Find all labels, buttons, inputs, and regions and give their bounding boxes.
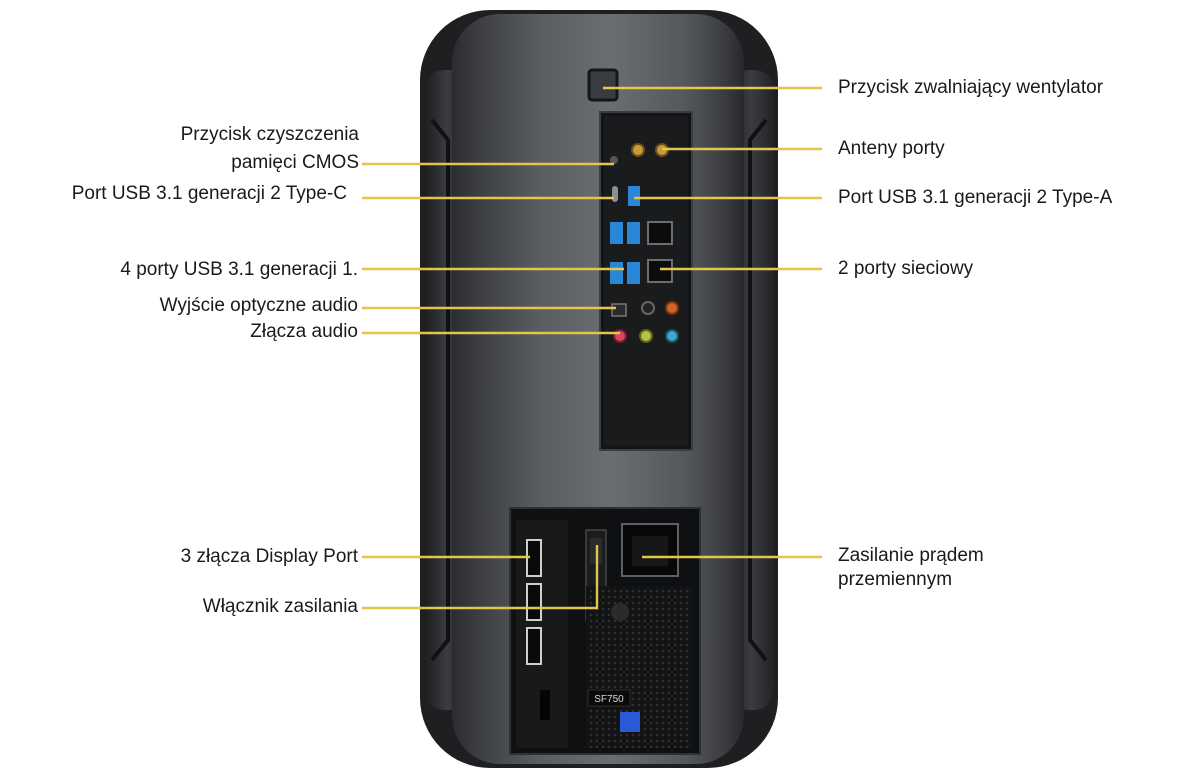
label-usb-gen1: 4 porty USB 3.1 generacji 1.	[120, 259, 358, 280]
usb-gen1-port-3	[610, 262, 623, 284]
label-cmos-line2: pamięci CMOS	[231, 152, 359, 173]
label-optical-audio: Wyjście optyczne audio	[159, 295, 358, 316]
audio-jack-blue	[665, 329, 679, 343]
callout-line-power-switch	[362, 545, 599, 610]
label-fan-release: Przycisk zwalniający wentylator	[838, 77, 1104, 98]
audio-jack-black	[641, 301, 655, 315]
audio-jack-orange	[665, 301, 679, 315]
case-right-ridge	[748, 118, 768, 662]
label-audio-jacks: Złącza audio	[250, 321, 358, 342]
display-port-3	[526, 627, 542, 665]
ac-inlet-socket	[632, 536, 668, 566]
psu-fan-hub	[611, 603, 629, 621]
label-power-switch: Włącznik zasilania	[202, 596, 358, 617]
audio-jack-green	[639, 329, 653, 343]
lan-port-1	[647, 221, 673, 245]
label-usb-a: Port USB 3.1 generacji 2 Type-A	[838, 187, 1113, 208]
lan-port-2	[647, 259, 673, 283]
label-ac-power-line1: Zasilanie prądem	[838, 545, 984, 566]
fan-release-button	[587, 68, 619, 102]
psu-model-text: SF750	[594, 694, 624, 705]
io-panel	[599, 111, 693, 451]
label-usb-c: Port USB 3.1 generacji 2 Type-C	[71, 183, 347, 204]
callout-lines	[362, 86, 822, 610]
antenna-connector-1	[631, 143, 645, 157]
psu-switch-blue	[620, 712, 640, 732]
label-ac-power-line2: przemiennym	[838, 569, 953, 590]
usb-gen1-port-4	[627, 262, 640, 284]
case-left-ridge	[430, 118, 450, 662]
usb-a-gen2-port	[628, 186, 640, 206]
lower-section: SF750	[509, 507, 701, 755]
optical-audio-port	[611, 303, 627, 317]
display-port-2	[526, 583, 542, 621]
gpu-vent-slot	[540, 690, 550, 720]
label-cmos-line1: Przycisk czyszczenia	[180, 124, 359, 145]
label-network: 2 porty sieciowy	[838, 258, 974, 279]
usb-gen1-port-1	[610, 222, 623, 244]
usb-c-port	[612, 186, 618, 202]
label-display-port: 3 złącza Display Port	[180, 546, 358, 567]
psu-model-plate	[587, 689, 631, 707]
usb-gen1-port-2	[627, 222, 640, 244]
cmos-button	[610, 156, 618, 164]
label-antenna: Anteny porty	[838, 138, 945, 159]
